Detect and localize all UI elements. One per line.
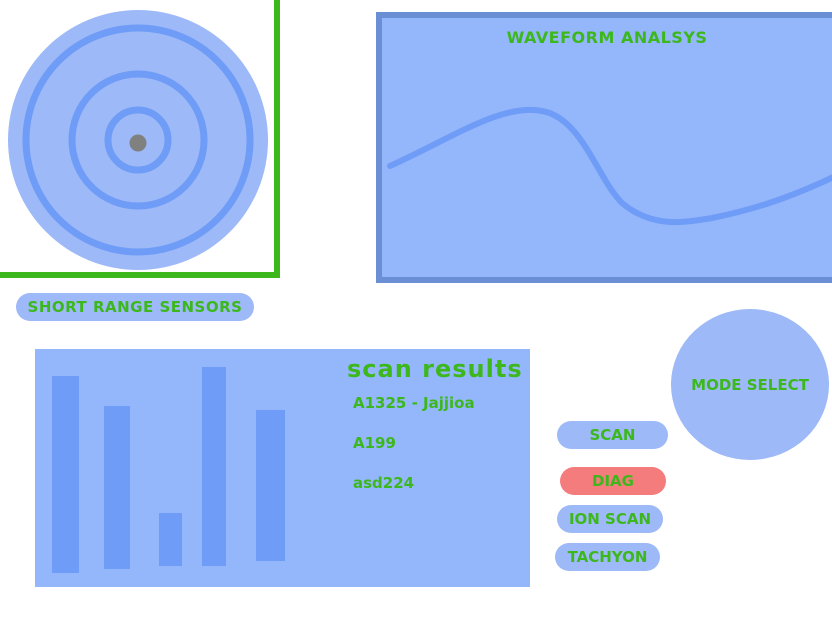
waveform-title: WAVEFORM ANALSYS xyxy=(506,28,708,47)
tachyon-mode-button[interactable]: TACHYON xyxy=(555,543,660,571)
sensor-frame xyxy=(0,0,280,278)
ion-scan-mode-button[interactable]: ION SCAN xyxy=(557,505,663,533)
scan-bar-1 xyxy=(52,376,79,573)
mode-select-button[interactable]: MODE SELECT xyxy=(671,309,829,460)
scan-bar-3 xyxy=(159,513,182,566)
scan-bar-5 xyxy=(256,410,285,561)
scan-results-title: scan results xyxy=(347,355,523,383)
waveform-plot xyxy=(387,106,832,226)
scan-mode-button[interactable]: SCAN xyxy=(557,421,668,449)
waveform-panel: WAVEFORM ANALSYS xyxy=(376,12,832,283)
scan-bar-4 xyxy=(202,367,226,566)
scan-result-item-3[interactable]: asd224 xyxy=(353,474,415,492)
radar-scope-icon xyxy=(8,10,268,270)
waveform-line xyxy=(387,106,832,226)
scan-result-item-2[interactable]: A199 xyxy=(353,434,396,452)
scan-bar-2 xyxy=(104,406,130,569)
short-range-sensors-button[interactable]: SHORT RANGE SENSORS xyxy=(16,293,254,321)
scan-results-panel: scan results A1325 - Jajjioa A199 asd224 xyxy=(35,349,530,587)
diag-mode-button[interactable]: DIAG xyxy=(560,467,666,495)
radar-center-dot xyxy=(129,134,147,152)
scan-result-item-1[interactable]: A1325 - Jajjioa xyxy=(353,394,475,412)
